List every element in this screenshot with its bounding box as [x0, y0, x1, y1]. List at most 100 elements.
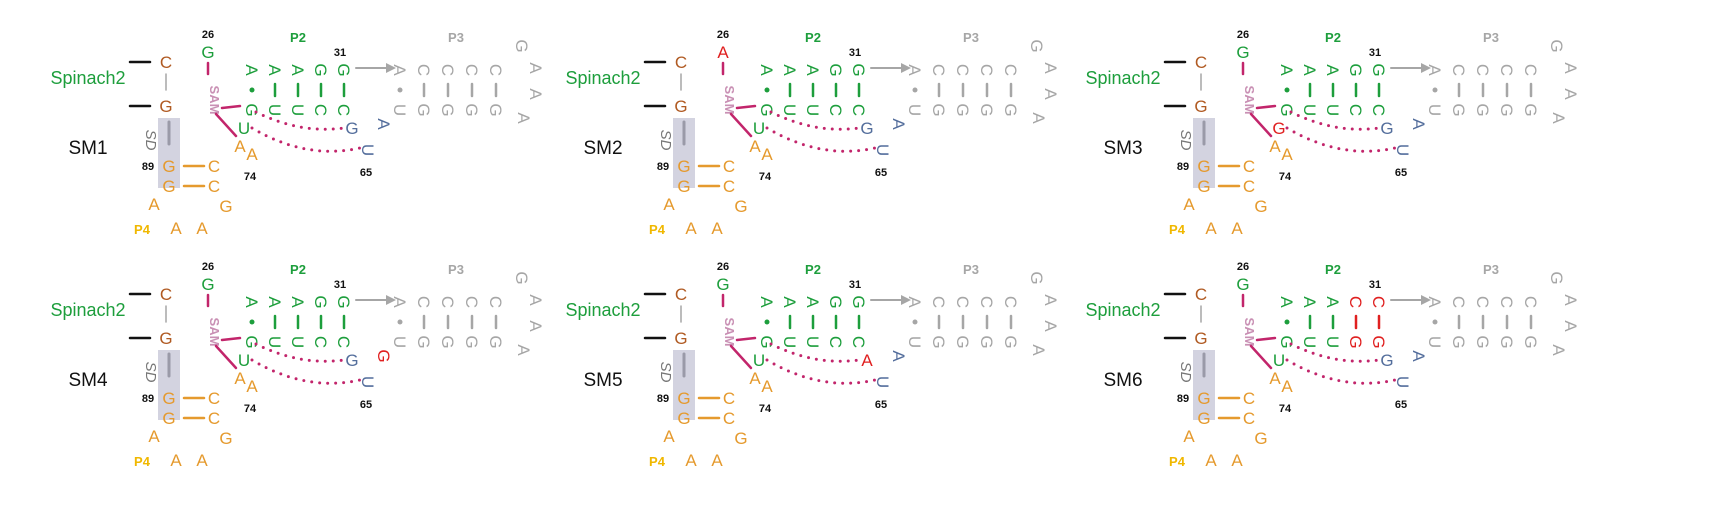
sam-bond-p2: [1255, 336, 1277, 342]
p2-outer-4: G: [311, 63, 330, 76]
p3-outer-5: C: [1521, 64, 1540, 76]
p3-inner-5: G: [1001, 103, 1020, 116]
p3-outer-5: C: [1001, 64, 1020, 76]
sd-label: SD: [142, 362, 159, 383]
p2-outer-5: G: [849, 63, 868, 76]
nucleotide-pk-tail: A: [1409, 350, 1428, 362]
p3-loop-2: A: [1561, 62, 1580, 74]
p3-outer-4: C: [462, 64, 481, 76]
aptamer-label: Spinach2: [1085, 68, 1160, 88]
p3-outer-4: C: [1497, 64, 1516, 76]
p4-loop-a3: A: [711, 451, 723, 470]
p2-outer-5: G: [1369, 63, 1388, 76]
nucleotide-pk-low: U: [873, 144, 892, 156]
p3-loop-3: A: [1041, 320, 1060, 332]
sd-label: SD: [657, 130, 674, 151]
p3-inner-3: G: [1473, 103, 1492, 116]
sd-label: SD: [142, 130, 159, 151]
p2-label: P2: [1325, 30, 1341, 45]
p3-outer-3: C: [438, 64, 457, 76]
p3-label: P3: [448, 262, 464, 277]
p4-left-1: G: [677, 389, 690, 408]
p2-outer-5: C: [1369, 296, 1388, 308]
aptamer-label: Spinach2: [50, 68, 125, 88]
p2-outer-1: A: [1277, 64, 1296, 76]
p3-outer-2: C: [1449, 64, 1468, 76]
p4-right-2: C: [1243, 177, 1255, 196]
nucleotide-u-below: U: [238, 119, 250, 138]
position-65: 65: [875, 399, 887, 411]
sam-bond-p2: [735, 336, 757, 342]
p3-outer-3: C: [953, 296, 972, 308]
p2-inner-2: U: [265, 104, 284, 116]
p4-right-1: C: [723, 157, 735, 176]
p2-label: P2: [290, 30, 306, 45]
p2-outer-2: A: [1300, 296, 1319, 308]
position-26: 26: [202, 261, 214, 273]
p4-loop-g: G: [219, 197, 232, 216]
aptamer-label: Spinach2: [565, 68, 640, 88]
p2-inner-4: C: [311, 336, 330, 348]
p4-right-2: C: [723, 177, 735, 196]
p3-inner-1: U: [1425, 104, 1444, 116]
nucleotide-c: C: [675, 53, 687, 72]
position-74: 74: [759, 171, 772, 183]
p4-label: P4: [649, 454, 666, 469]
p4-loop-a3: A: [1231, 219, 1243, 238]
p2-outer-4: G: [1346, 63, 1365, 76]
p2-inner-3: U: [803, 104, 822, 116]
p3-inner-2: G: [414, 335, 433, 348]
nucleotide-a: A: [1269, 369, 1281, 388]
p3-inner-5: G: [486, 103, 505, 116]
position-31: 31: [849, 279, 861, 291]
p2-outer-2: A: [780, 64, 799, 76]
p3-arrow-head: [1421, 63, 1431, 73]
position-65: 65: [1395, 399, 1407, 411]
p3-outer-4: C: [977, 64, 996, 76]
p2-inner-1: G: [1277, 103, 1296, 116]
p3-outer-4: C: [462, 296, 481, 308]
p3-label: P3: [1483, 262, 1499, 277]
pseudoknot-dots-lower: [250, 126, 362, 153]
p3-loop-4: A: [1549, 112, 1568, 124]
sam-bond-u: [214, 344, 238, 370]
pseudoknot-dots-upper: [254, 110, 346, 131]
p2-label: P2: [805, 262, 821, 277]
p3-inner-2: G: [929, 103, 948, 116]
nucleotide-c: C: [160, 53, 172, 72]
p4-loop-a3: A: [196, 219, 208, 238]
p3-inner-3: G: [438, 335, 457, 348]
p3-loop-2: A: [1041, 294, 1060, 306]
p3-outer-5: C: [1521, 296, 1540, 308]
p2-outer-1: A: [757, 64, 776, 76]
sam-bond-p2: [735, 104, 757, 110]
position-89: 89: [1177, 161, 1189, 173]
pseudoknot-dots-lower: [765, 358, 877, 385]
pseudoknot-dots-lower: [250, 358, 362, 385]
sam-bond-u: [1249, 344, 1273, 370]
p3-loop-2: A: [1561, 294, 1580, 306]
position-31: 31: [1369, 279, 1381, 291]
p3-inner-1: U: [905, 104, 924, 116]
switch-name: SM4: [68, 370, 108, 391]
p4-loop-a: A: [148, 427, 160, 446]
p3-label: P3: [1483, 30, 1499, 45]
p2-outer-2: A: [1300, 64, 1319, 76]
p2-outer-2: A: [265, 296, 284, 308]
nucleotide-pk-right: G: [345, 351, 358, 370]
p3-inner-2: G: [1449, 103, 1468, 116]
p3-outer-2: C: [929, 64, 948, 76]
position-31: 31: [334, 47, 346, 59]
p3-loop-1: G: [512, 39, 531, 52]
p3-loop-2: A: [526, 294, 545, 306]
nucleotide-a2: A: [1281, 145, 1293, 164]
position-89: 89: [657, 161, 669, 173]
sam-bond-u: [214, 112, 238, 138]
p4-loop-a: A: [1183, 427, 1195, 446]
p4-loop-a2: A: [1205, 451, 1217, 470]
p4-loop-a2: A: [685, 451, 697, 470]
